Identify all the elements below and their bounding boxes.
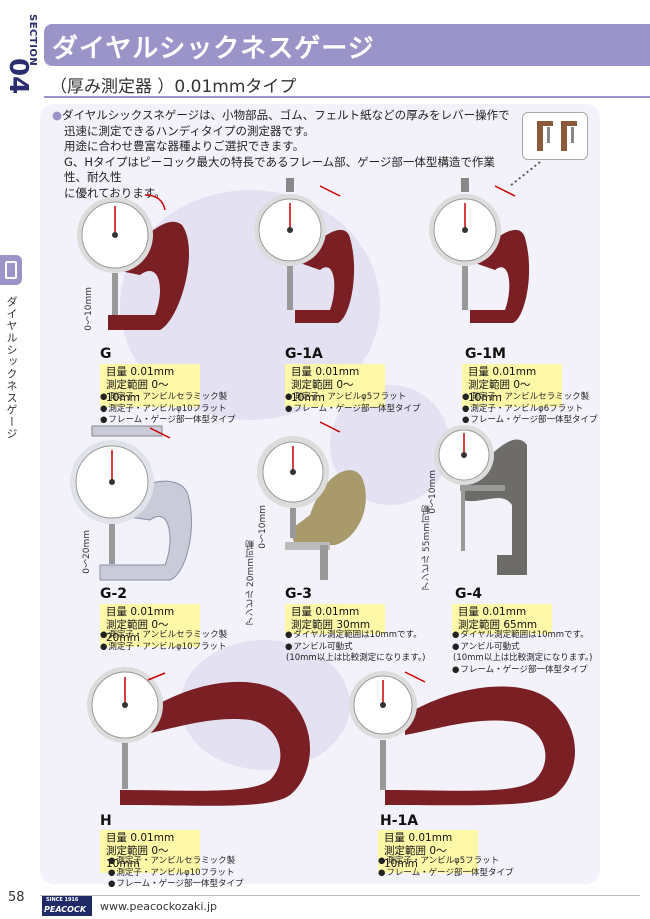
page-title: ダイヤルシックネスゲージ bbox=[52, 34, 375, 64]
model-g1a: G-1A bbox=[285, 346, 323, 362]
gauge-g-image bbox=[77, 194, 190, 330]
peacock-logo bbox=[42, 896, 92, 916]
gauge-h1a-image bbox=[349, 671, 575, 806]
gauge-g2-image bbox=[70, 425, 192, 581]
model-g: G bbox=[100, 346, 112, 362]
gauge-g1m-image bbox=[429, 178, 530, 323]
brand-since: SINCE 1916 bbox=[46, 897, 79, 903]
model-g2: G-2 bbox=[100, 586, 128, 602]
notes-g4: ダイヤル測定範囲は10mmです。アンビル可動式(10mm以上は比較測定になります… bbox=[452, 630, 592, 676]
notes-g2: 測定子・アンビルセラミック製測定子・アンビルφ10フラット bbox=[100, 630, 227, 653]
notes-g: 測定子・アンビルセラミック製測定子・アンビルφ10フラットフレーム・ゲージ部一体… bbox=[100, 392, 235, 427]
range-label-g: 0〜10mm bbox=[84, 287, 94, 331]
section-number: 04 bbox=[3, 58, 33, 95]
notes-h1a: 測定子・アンビルφ5フラットフレーム・ゲージ部一体型タイプ bbox=[378, 856, 513, 879]
frame-detail-thumbnail bbox=[522, 112, 588, 160]
intro-text: ●ダイヤルシックスネゲージは、小物部品、ゴム、フェルト紙などの厚みをレバー操作で… bbox=[52, 108, 510, 200]
gauge-g1a-image bbox=[254, 178, 355, 323]
model-h: H bbox=[100, 813, 112, 829]
title-bar bbox=[44, 24, 650, 66]
anvil-label-g4: アンビル 55mm可動 bbox=[422, 505, 432, 591]
gauge-h-image bbox=[87, 667, 310, 806]
header-divider bbox=[44, 96, 650, 98]
website-link[interactable]: www.peacockozaki.jp bbox=[100, 900, 217, 913]
page-subtitle: （厚み測定器 ）0.01mmタイプ bbox=[50, 77, 297, 97]
notes-g1m: 測定子・アンビルセラミック製測定子・アンビルφ6フラットフレーム・ゲージ部一体型… bbox=[462, 392, 597, 427]
anvil-label-g3: アンビル 20mm可動 bbox=[246, 540, 256, 626]
range-label-g2: 0〜20mm bbox=[82, 530, 92, 574]
footer-divider bbox=[40, 895, 640, 896]
notes-g3: ダイヤル測定範囲は10mmです。アンビル可動式(10mm以上は比較測定になります… bbox=[285, 630, 425, 665]
model-h1a: H-1A bbox=[380, 813, 419, 829]
side-category-label: ダイヤルシックネスゲージ bbox=[5, 296, 18, 440]
gauge-icon bbox=[5, 261, 17, 279]
section-label: SECTION bbox=[27, 14, 38, 67]
callout-dots bbox=[509, 161, 541, 187]
gauge-g4-image bbox=[434, 425, 527, 575]
range-label-g3: 0〜10mm bbox=[258, 505, 268, 549]
gauge-g3-image bbox=[257, 421, 366, 580]
notes-h: 測定子・アンビルセラミック製測定子・アンビルφ10フラットフレーム・ゲージ部一体… bbox=[108, 856, 243, 891]
brand-name: PEACOCK bbox=[44, 905, 87, 914]
model-g1m: G-1M bbox=[465, 346, 506, 362]
notes-g1a: 測定子・アンビルφ5フラットフレーム・ゲージ部一体型タイプ bbox=[285, 392, 420, 415]
model-g3: G-3 bbox=[285, 586, 313, 602]
model-g4: G-4 bbox=[455, 586, 483, 602]
page-number: 58 bbox=[8, 890, 25, 905]
